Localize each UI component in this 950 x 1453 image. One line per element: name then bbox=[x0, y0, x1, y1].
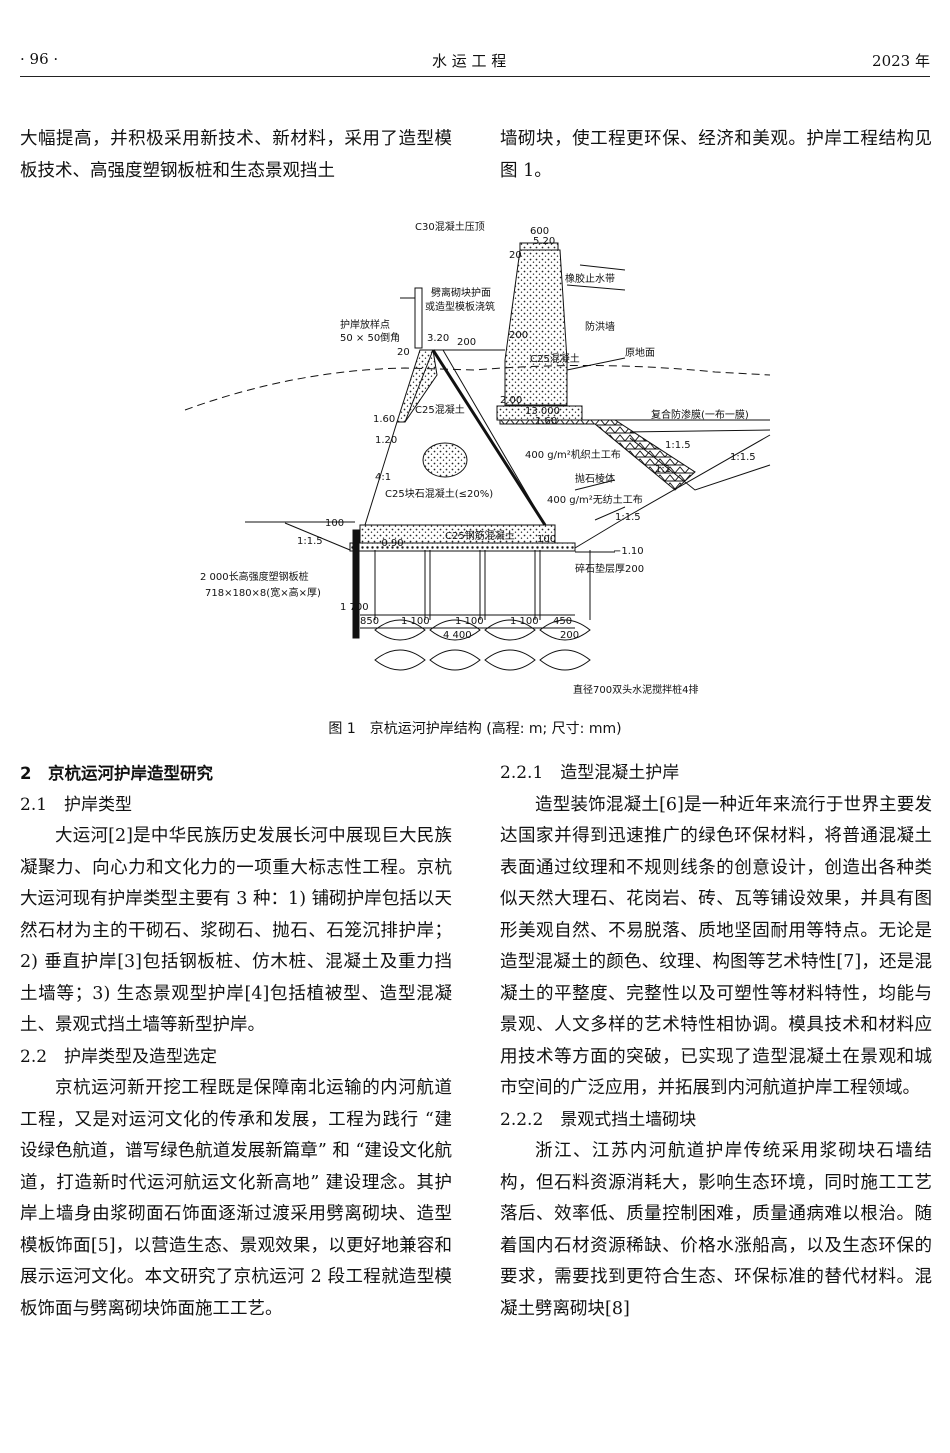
label-13000: 13 000 bbox=[525, 406, 560, 417]
flood-wall bbox=[504, 249, 568, 406]
paragraph: 造型装饰混凝土[6]是一种近年来流行于世界主要发达国家并得到迅速推广的绿色环保材… bbox=[500, 794, 932, 1099]
label-woven-geotextile: 400 g/m²机织土工布 bbox=[525, 448, 621, 461]
right-column: 2.2.1 造型混凝土护岸 造型装饰混凝土[6]是一种近年来流行于世界主要发达国… bbox=[500, 758, 932, 1325]
page-header: · 96 · 水 运 工 程 2023 年 bbox=[20, 50, 930, 74]
label-rc-base: C25钢筋混凝土 bbox=[445, 529, 515, 542]
paragraph: 墙砌块，使工程更环保、经济和美观。护岸工程结构见图 1。 bbox=[500, 129, 932, 181]
label-c25-face: C25混凝土 bbox=[415, 403, 465, 416]
label-sheet-pile: 2 000长高强度塑钢板桩 bbox=[200, 570, 309, 583]
paragraph: 京杭运河新开挖工程既是保障南北运输的内河航道工程，又是对运河文化的传承和发展，工… bbox=[20, 1078, 452, 1319]
label-minus-1-10: −1.10 bbox=[613, 546, 644, 557]
left-column: 2 京杭运河护岸造型研究 2.1 护岸类型 大运河[2]是中华民族历史发展长河中… bbox=[20, 758, 452, 1325]
label-4400: 4 400 bbox=[443, 630, 472, 641]
subsection-heading: 2.2.2 景观式挡土墙砌块 bbox=[500, 1109, 697, 1130]
paragraph: 浙江、江苏内河航道护岸传统采用浆砌块石墙结构，但石料资源消耗大，影响生态环境，同… bbox=[500, 1141, 932, 1319]
label-200c: 200 bbox=[560, 630, 579, 641]
label-block-concrete: C25块石混凝土(≤20%) bbox=[385, 487, 493, 500]
label-1-60: 1.60 bbox=[373, 414, 395, 425]
paragraph: 大幅提高，并积极采用新技术、新材料，采用了造型模板技术、高强度塑钢板桩和生态景观… bbox=[20, 129, 452, 181]
sheet-pile bbox=[352, 529, 360, 639]
label-ratio-d: 1:1.5 bbox=[615, 512, 641, 523]
figure-caption: 图 1 京杭运河护岸结构 (高程: m; 尺寸: mm) bbox=[328, 721, 622, 737]
label-c30-cap: C30混凝土压顶 bbox=[415, 220, 485, 233]
subsection-heading: 2.1 护岸类型 bbox=[20, 794, 133, 815]
gravel-layer bbox=[349, 542, 576, 552]
year: 2023 年 bbox=[872, 52, 930, 70]
journal-name: 水 运 工 程 bbox=[432, 52, 507, 70]
label-gravel-cushion: 碎石垫层厚200 bbox=[575, 562, 644, 575]
label-1700: 1 700 bbox=[340, 602, 369, 613]
label-ratio-4-1: 4:1 bbox=[375, 472, 391, 483]
label-600: 600 bbox=[530, 226, 549, 237]
rubble-stones bbox=[422, 442, 468, 478]
label-ratio-a: 1:1.5 bbox=[665, 440, 691, 451]
label-1100c: 1 100 bbox=[510, 616, 539, 627]
label-100-left: 100 bbox=[325, 518, 344, 529]
label-membrane: 复合防渗膜(一布一膜) bbox=[651, 408, 749, 421]
top-right-text: 墙砌块，使工程更环保、经济和美观。护岸工程结构见图 1。 bbox=[500, 124, 932, 187]
header-rule bbox=[20, 76, 930, 77]
label-minus-0-90: −0.90 bbox=[373, 538, 404, 549]
label-1-20: 1.20 bbox=[375, 435, 397, 446]
label-200a: 200 bbox=[457, 337, 476, 348]
label-ratio-1-1: 1:1 bbox=[655, 464, 671, 475]
label-ground: 原地面 bbox=[625, 346, 655, 359]
label-850: 850 bbox=[360, 616, 379, 627]
label-sheet-pile-size: 718×180×8(宽×高×厚) bbox=[205, 586, 321, 599]
label-c25-wall: C25混凝土 bbox=[530, 352, 580, 365]
label-rubber-waterstop: 橡胶止水带 bbox=[565, 272, 615, 285]
label-5-20: 5.20 bbox=[533, 236, 555, 247]
label-nonwoven-geotextile: 400 g/m²无纺土工布 bbox=[547, 493, 643, 506]
top-left-text: 大幅提高，并积极采用新技术、新材料，采用了造型模板技术、高强度塑钢板桩和生态景观… bbox=[20, 124, 452, 187]
paragraph: 大运河[2]是中华民族历史发展长河中展现巨大民族凝聚力、向心力和文化力的一项重大… bbox=[20, 826, 452, 1035]
label-split-block: 劈离砌块护面 bbox=[431, 286, 491, 299]
page-number: · 96 · bbox=[20, 50, 59, 68]
label-1100b: 1 100 bbox=[455, 616, 484, 627]
label-100-right: 100 bbox=[537, 534, 556, 545]
label-riprap-prism: 抛石棱体 bbox=[575, 472, 615, 485]
label-200b: 200 bbox=[509, 330, 528, 341]
label-2-00: 2.00 bbox=[500, 395, 522, 406]
label-1100a: 1 100 bbox=[401, 616, 430, 627]
label-chamfer: 50 × 50倒角 bbox=[340, 332, 400, 344]
label-3-20: 3.20 bbox=[427, 333, 449, 344]
label-ratio-c: 1:1.5 bbox=[297, 536, 323, 547]
label-450: 450 bbox=[553, 616, 572, 627]
revetment-structure-figure: C30混凝土压顶 600 5.20 20 橡胶止水带 劈离砌块护面 或造型模板浇… bbox=[184, 220, 771, 696]
label-flood-wall: 防洪墙 bbox=[585, 320, 615, 333]
label-1-60-right: 1.60 bbox=[535, 416, 557, 427]
label-ratio-b: 1:1.5 bbox=[730, 452, 756, 463]
subsection-heading: 2.2.1 造型混凝土护岸 bbox=[500, 763, 680, 783]
label-20a: 20 bbox=[509, 250, 522, 261]
section-heading: 2 京杭运河护岸造型研究 bbox=[20, 764, 213, 783]
label-20b: 20 bbox=[397, 347, 410, 358]
label-cement-piles: 直径700双头水泥搅拌桩4排 bbox=[573, 683, 698, 696]
ground-line bbox=[184, 364, 771, 411]
label-formwork: 或造型模板浇筑 bbox=[425, 300, 495, 313]
subsection-heading: 2.2 护岸类型及造型选定 bbox=[20, 1046, 218, 1067]
label-setting-point: 护岸放样点 bbox=[340, 318, 390, 331]
cement-piles bbox=[374, 550, 591, 671]
